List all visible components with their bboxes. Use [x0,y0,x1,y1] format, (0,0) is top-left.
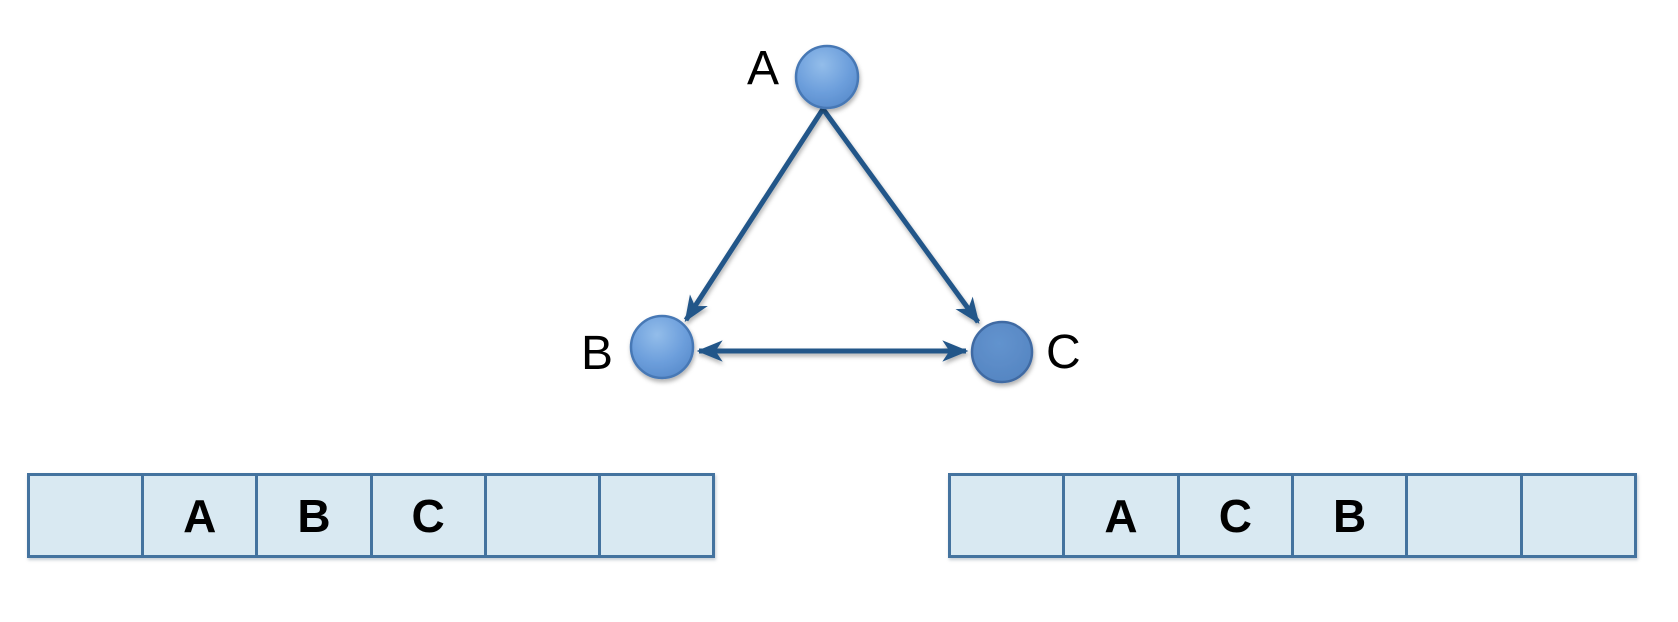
array-cell: A [144,476,259,555]
array-cell [30,476,145,555]
array-cell [600,476,713,555]
graph-edges [683,107,981,362]
node-a-label: A [747,42,779,95]
node-b-label: B [581,327,613,380]
array-cell: B [258,476,373,555]
array-cell [486,476,601,555]
array-cell [1522,476,1634,555]
node-c [970,320,1034,384]
sequence-array-right: A C B [948,473,1637,558]
edge-a-to-b [683,107,826,322]
edge-a-to-c [820,107,981,324]
array-cell [1408,476,1523,555]
node-b [629,314,695,380]
array-cell: C [1179,476,1294,555]
array-cell: B [1293,476,1409,555]
array-cell [951,476,1066,555]
sequence-array-left: A B C [27,473,715,558]
node-c-label: C [1046,326,1081,379]
array-cell: C [372,476,487,555]
graph-nodes [629,44,1034,384]
node-a [794,44,860,110]
array-cell: A [1065,476,1180,555]
graph-node-labels: A B C [581,42,1081,380]
